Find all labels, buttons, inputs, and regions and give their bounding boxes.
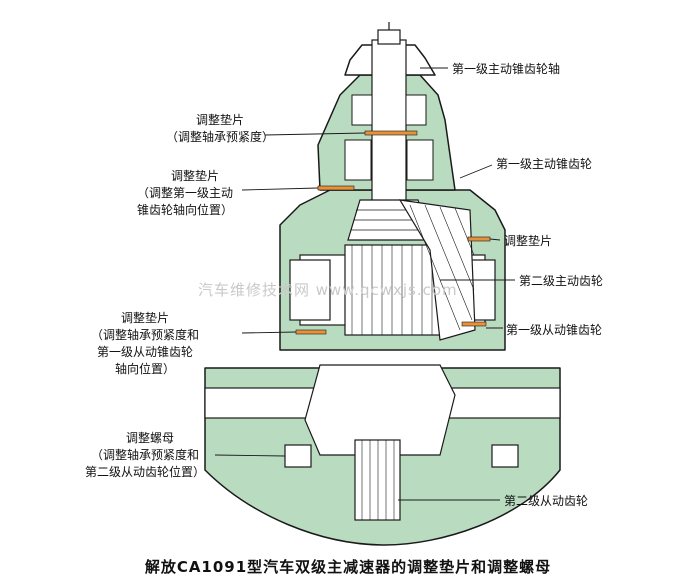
label-left3-title: 调整垫片 (120, 311, 169, 325)
differential-case (304, 364, 456, 456)
input-shaft (371, 39, 407, 221)
adjusting-nut-left (284, 444, 312, 468)
label-left2-title: 调整垫片 (170, 169, 219, 183)
first-stage-driven-bevel-gear (398, 199, 476, 341)
shaft-nut (377, 29, 401, 45)
leader-left2 (241, 187, 319, 191)
shim-first-drive-axial (317, 185, 355, 191)
upper-bearing-right (406, 139, 434, 181)
shim-right-lower (461, 321, 487, 327)
top-bearing-left (351, 94, 373, 126)
second-stage-gear-teeth (344, 244, 441, 336)
leader-left3 (241, 331, 297, 334)
upper-bearing-left (344, 139, 372, 181)
label-left3-note-2: 第一级从动锥齿轮 (96, 345, 193, 359)
label-left2-note: （调整第一级主动 (136, 186, 233, 200)
intermediate-bearing-left (289, 259, 331, 321)
leader-left4 (214, 454, 286, 457)
label-left3-note: （调整轴承预紧度和 (90, 328, 199, 342)
shim-right-upper (467, 236, 491, 242)
label-left4-note: （调整轴承预紧度和 (90, 448, 199, 462)
watermark: 汽车维修技术网 www.qcwxjs.com (198, 281, 458, 299)
shim-left-lower (295, 329, 327, 335)
figure-caption: 解放CA1091型汽车双级主减速器的调整垫片和调整螺母 (144, 558, 552, 576)
shim-bearing-preload-upper (364, 130, 418, 136)
label-left1-note: （调整轴承预紧度） (165, 130, 274, 144)
label-first-stage-drive-bevel-shaft: 第一级主动锥齿轮轴 (452, 62, 561, 76)
leader-l3 (489, 238, 501, 241)
label-adjusting-shim-right: 调整垫片 (504, 234, 553, 248)
label-first-stage-driven-bevel-gear: 第一级从动锥齿轮 (506, 323, 603, 337)
label-left1-title: 调整垫片 (195, 113, 244, 127)
label-left4-note-2: 第二级从动齿轮位置） (84, 465, 205, 479)
label-second-stage-drive-gear: 第二级主动齿轮 (519, 274, 604, 288)
top-bearing-right (405, 94, 427, 126)
adjusting-nut-right (491, 444, 519, 468)
leader-l2 (459, 164, 493, 179)
label-left2-note-2: 锥齿轮轴向位置） (136, 203, 233, 217)
leader-left1 (264, 132, 366, 136)
label-second-stage-driven-gear: 第二级从动齿轮 (504, 494, 589, 508)
label-left4-title: 调整螺母 (125, 431, 174, 445)
label-first-stage-drive-bevel-gear: 第一级主动锥齿轮 (496, 157, 593, 171)
label-left3-note-3: 轴向位置） (114, 362, 175, 376)
second-stage-driven-gear (354, 439, 401, 521)
